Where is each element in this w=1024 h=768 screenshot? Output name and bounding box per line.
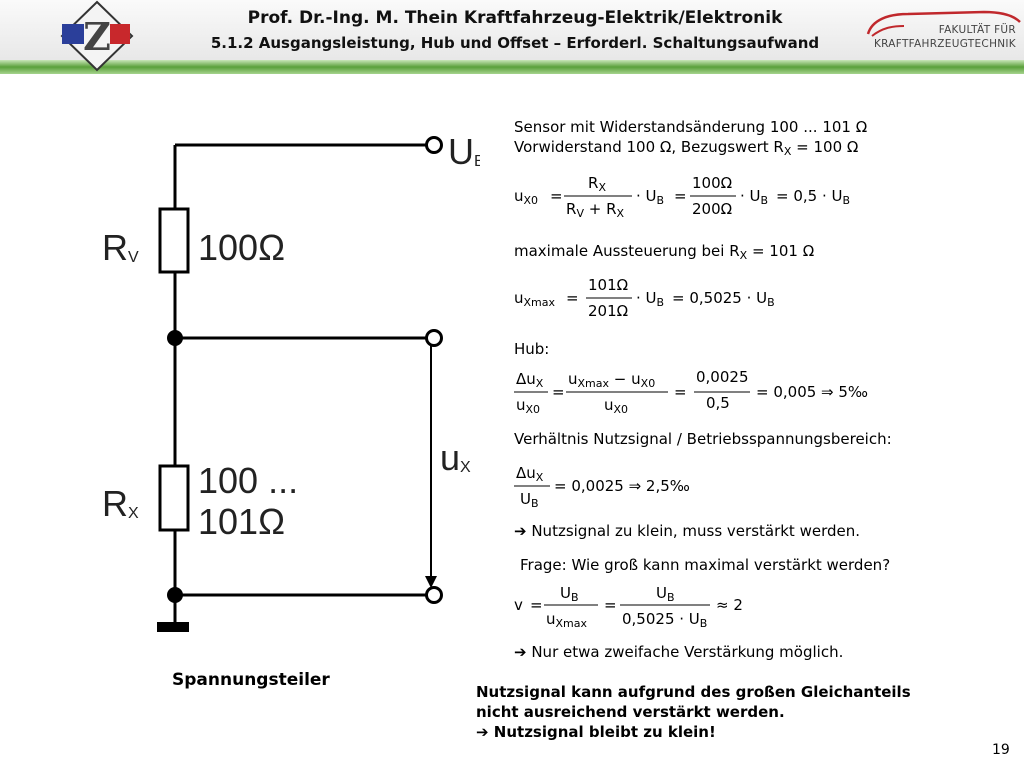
logo-text-line1: FAKULTÄT FÜR — [938, 24, 1016, 36]
value-rx-line1: 100 ... — [198, 460, 298, 501]
page-number: 19 — [992, 742, 1010, 758]
hub-label: Hub: — [514, 340, 550, 358]
svg-text:UB: UB — [560, 584, 579, 604]
svg-text:uXmax: uXmax — [546, 610, 588, 630]
svg-text:=: = — [530, 596, 543, 614]
car-outline-icon — [866, 10, 1021, 37]
svg-text:0,5025 · UB: 0,5025 · UB — [622, 610, 707, 630]
svg-text:0,5: 0,5 — [706, 394, 730, 412]
faculty-logo-left: Z — [60, 0, 134, 72]
ground-symbol — [157, 622, 189, 632]
value-rx-line2: 101Ω — [198, 501, 285, 542]
svg-text:uXmax: uXmax — [514, 289, 556, 309]
equation-amplification: v = UB uXmax = UB 0,5025 · UB ≈ 2 — [514, 584, 743, 630]
terminal-ub — [425, 136, 443, 154]
svg-text:= 0,0025 ⇒ 2,5‰: = 0,0025 ⇒ 2,5‰ — [554, 477, 690, 495]
label-rv: RV — [102, 227, 139, 268]
label-ux: uX — [440, 437, 471, 478]
page-title: Prof. Dr.-Ing. M. Thein Kraftfahrzeug-El… — [247, 8, 783, 28]
junction-top — [167, 330, 183, 346]
header-bar — [0, 0, 1024, 66]
conclusion-line1: Nutzsignal kann aufgrund des großen Glei… — [476, 683, 911, 701]
resistor-rv — [158, 207, 190, 274]
svg-text:201Ω: 201Ω — [588, 302, 628, 320]
equation-ux0: uX0 = RX RV + RX · UB = 100Ω 200Ω · UB =… — [514, 174, 850, 220]
faculty-logo-right: FAKULTÄT FÜR KRAFTFAHRZEUGTECHNIK — [864, 4, 1024, 60]
svg-text:· UB: · UB — [740, 187, 768, 207]
conclusion-line2: nicht ausreichend verstärkt werden. — [476, 703, 785, 721]
max-aussteuerung-label: maximale Aussteuerung bei RX = 101 Ω — [514, 242, 815, 262]
header-rule — [0, 60, 1024, 74]
svg-text:v: v — [514, 596, 523, 614]
equation-uxmax: uXmax = 101Ω 201Ω · UB = 0,5025 · UB — [514, 276, 775, 320]
svg-text:ΔuX: ΔuX — [516, 464, 544, 484]
page-subtitle: 5.1.2 Ausgangsleistung, Hub und Offset –… — [210, 34, 820, 52]
reference-description: Vorwiderstand 100 Ω, Bezugswert RX = 100… — [514, 138, 859, 158]
equation-ratio: ΔuX UB = 0,0025 ⇒ 2,5‰ — [514, 464, 690, 510]
resistor-rx — [158, 464, 190, 532]
svg-text:0,0025: 0,0025 — [696, 368, 749, 386]
svg-text:RX: RX — [588, 174, 606, 194]
svg-text:= 0,005 ⇒ 5‰: = 0,005 ⇒ 5‰ — [756, 383, 868, 401]
note-twofold-amplification: ➔ Nur etwa zweifache Verstärkung möglich… — [514, 643, 844, 661]
svg-text:= 0,5 · UB: = 0,5 · UB — [776, 187, 850, 207]
svg-text:≈ 2: ≈ 2 — [716, 596, 743, 614]
svg-text:uX0: uX0 — [604, 396, 628, 416]
svg-text:· UB: · UB — [636, 289, 664, 309]
logo-text-line2: KRAFTFAHRZEUGTECHNIK — [873, 38, 1016, 50]
svg-text:101Ω: 101Ω — [588, 276, 628, 294]
svg-text:UB: UB — [520, 490, 539, 510]
svg-text:=: = — [674, 187, 687, 205]
equation-hub: ΔuX uX0 = uXmax − uX0 uX0 = 0,0025 0,5 =… — [514, 368, 868, 416]
voltage-divider-circuit: UB RV 100Ω uX RX 100 ... 101Ω — [102, 131, 480, 632]
sensor-description: Sensor mit Widerstandsänderung 100 ... 1… — [514, 118, 868, 136]
svg-text:200Ω: 200Ω — [692, 200, 732, 218]
conclusion-box: Nutzsignal kann aufgrund des großen Glei… — [476, 682, 911, 742]
note-signal-too-small: ➔ Nutzsignal zu klein, muss verstärkt we… — [514, 522, 861, 540]
junction-bottom — [167, 587, 183, 603]
terminal-ux-bottom — [425, 586, 443, 604]
question-amplification: Frage: Wie groß kann maximal verstärkt w… — [520, 556, 891, 574]
label-ub: UB — [448, 131, 480, 172]
svg-text:RV + RX: RV + RX — [566, 200, 625, 220]
svg-text:=: = — [674, 383, 687, 401]
conclusion-line3: ➔ Nutzsignal bleibt zu klein! — [476, 723, 716, 741]
svg-text:=: = — [552, 383, 565, 401]
svg-text:100Ω: 100Ω — [692, 174, 732, 192]
svg-text:=: = — [604, 596, 617, 614]
terminal-ux-top — [425, 329, 443, 347]
svg-text:uXmax − uX0: uXmax − uX0 — [568, 370, 655, 390]
ratio-label: Verhältnis Nutzsignal / Betriebsspannung… — [514, 430, 892, 448]
circuit-caption: Spannungsteiler — [172, 670, 330, 690]
svg-text:uX0: uX0 — [514, 187, 538, 207]
svg-text:= 0,5025 · UB: = 0,5025 · UB — [672, 289, 775, 309]
label-rx: RX — [102, 483, 139, 524]
svg-text:=: = — [566, 289, 579, 307]
svg-text:ΔuX: ΔuX — [516, 370, 544, 390]
svg-text:· UB: · UB — [636, 187, 664, 207]
logo-letter: Z — [83, 14, 111, 59]
svg-text:uX0: uX0 — [516, 396, 540, 416]
svg-text:UB: UB — [656, 584, 675, 604]
ux-arrow-head — [425, 576, 437, 588]
value-rv: 100Ω — [198, 227, 285, 268]
svg-text:=: = — [550, 187, 563, 205]
